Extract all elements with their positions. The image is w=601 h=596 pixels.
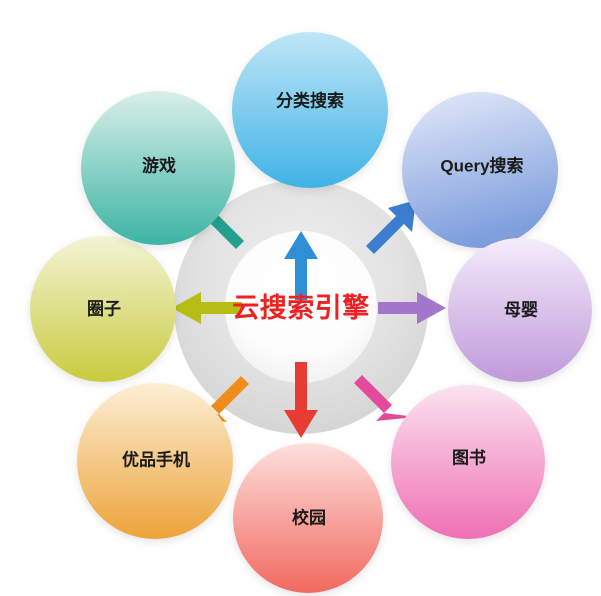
node-books[interactable]: 图书 xyxy=(391,385,545,539)
arrow-to-maternal-infant xyxy=(378,292,446,324)
node-games[interactable]: 游戏 xyxy=(81,91,235,245)
node-circle-books[interactable] xyxy=(391,385,545,539)
hub-inner-disc xyxy=(225,231,377,383)
node-group: 分类搜索 Query搜索 xyxy=(30,32,592,593)
node-label-books: 图书 xyxy=(452,449,486,468)
node-circle-maternal-infant[interactable] xyxy=(448,238,592,382)
node-label-category-search: 分类搜索 xyxy=(276,91,344,111)
node-query-search[interactable]: Query搜索 xyxy=(402,92,558,248)
arrow-to-category-search xyxy=(284,231,318,300)
arrow-to-campus xyxy=(284,362,318,438)
node-label-circles: 圈子 xyxy=(87,300,121,319)
arrow-to-books xyxy=(354,375,416,421)
node-circle-campus[interactable] xyxy=(233,443,383,593)
node-category-search[interactable]: 分类搜索 xyxy=(232,32,388,188)
node-circle-premium-phones[interactable] xyxy=(77,383,233,539)
node-premium-phones[interactable]: 优品手机 xyxy=(77,383,233,539)
node-circles[interactable]: 圈子 xyxy=(30,236,176,382)
node-circle-query-search[interactable] xyxy=(402,92,558,248)
node-campus[interactable]: 校园 xyxy=(233,443,383,593)
arrow-to-query-search xyxy=(366,200,416,254)
node-label-query-search: Query搜索 xyxy=(440,156,523,176)
node-label-premium-phones: 优品手机 xyxy=(122,450,190,470)
node-maternal-infant[interactable]: 母婴 xyxy=(448,238,592,382)
node-label-maternal-infant: 母婴 xyxy=(504,301,538,320)
node-label-games: 游戏 xyxy=(142,156,176,176)
center-hub-label: 云搜索引擎 xyxy=(232,292,370,323)
node-circle-games[interactable] xyxy=(81,91,235,245)
arrow-to-premium-phones xyxy=(187,376,249,422)
node-label-campus: 校园 xyxy=(292,508,326,528)
node-circle-category-search[interactable] xyxy=(232,32,388,188)
node-circle-circles[interactable] xyxy=(30,236,176,382)
arrow-to-circles xyxy=(172,292,242,324)
